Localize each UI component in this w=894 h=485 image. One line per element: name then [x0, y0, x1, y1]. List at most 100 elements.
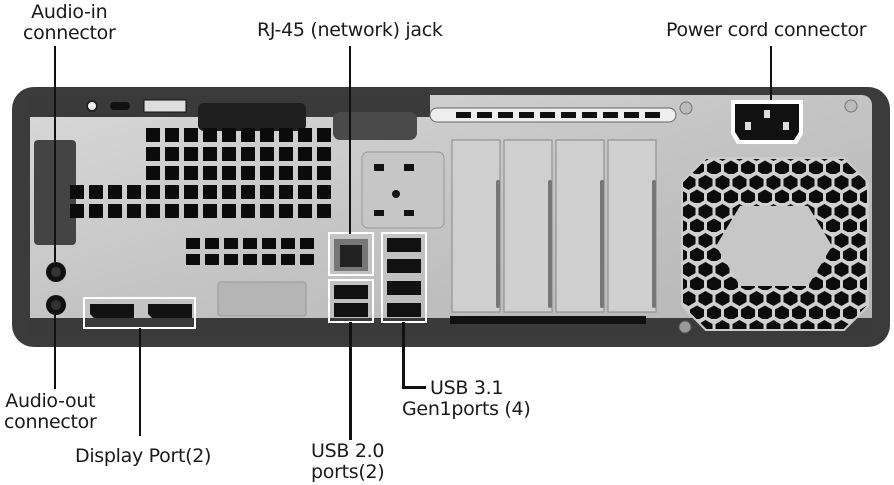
vent-hole: [70, 185, 84, 199]
vent-hole: [222, 204, 236, 218]
vent-hole: [298, 128, 312, 142]
usb20-port-1[interactable]: [334, 285, 368, 299]
lower-vent-grid: [186, 238, 314, 265]
vent-hole: [317, 204, 331, 218]
vent-hole: [222, 185, 236, 199]
display-port-2[interactable]: [148, 304, 192, 318]
vent-hole: [203, 128, 217, 142]
vent-hole: [146, 204, 160, 218]
display-port-1[interactable]: [90, 304, 134, 318]
usb31-port-4[interactable]: [387, 303, 421, 317]
knockout-plate: [361, 151, 445, 229]
slot-cover: [451, 139, 501, 313]
vent-hole: [260, 185, 274, 199]
slot-groove: [496, 180, 500, 308]
leader-line-display-port: [139, 328, 141, 436]
vent-hole: [224, 254, 238, 265]
vent-hole: [127, 185, 141, 199]
vent-hole: [317, 147, 331, 161]
audio-out-jack[interactable]: [46, 295, 66, 315]
label-rj45: RJ-45 (network) jack: [257, 19, 443, 41]
top-left-features: [34, 99, 417, 245]
usb31-port-2[interactable]: [387, 259, 421, 273]
slot-vent: [603, 112, 618, 118]
vent-hole: [203, 185, 217, 199]
vent-hole: [165, 128, 179, 142]
vent-hole: [317, 166, 331, 180]
vent-hole: [298, 147, 312, 161]
audio-in-jack[interactable]: [46, 262, 66, 282]
usb20-port-2[interactable]: [334, 303, 368, 317]
slot-vent: [624, 112, 639, 118]
vent-hole: [262, 254, 276, 265]
vent-hole: [243, 254, 257, 265]
label-power: Power cord connector: [666, 19, 867, 41]
slot-vent: [582, 112, 597, 118]
usb31-port-group: [381, 232, 427, 323]
vent-hole: [184, 166, 198, 180]
vent-hole: [205, 254, 219, 265]
vent-hole: [108, 185, 122, 199]
slot-vent: [477, 112, 492, 118]
label-audio-out-line1: Audio-out: [5, 390, 96, 412]
label-audio-in-line2: connector: [23, 22, 116, 44]
usb31-port-3[interactable]: [387, 281, 421, 295]
slot-cover: [607, 139, 657, 313]
latch: [333, 112, 417, 140]
label-usb20-line1: USB 2.0: [311, 440, 385, 462]
leader-line-power: [770, 46, 772, 100]
vent-hole: [300, 254, 314, 265]
label-audio-out-line2: connector: [4, 411, 97, 433]
vent-hole: [222, 128, 236, 142]
vent-hole: [184, 128, 198, 142]
screw-icon: [678, 320, 692, 334]
slot-cover: [555, 139, 605, 313]
vent-hole: [184, 204, 198, 218]
vent-hole: [300, 238, 314, 249]
power-cord-connector[interactable]: [731, 100, 803, 144]
vent-hole: [317, 128, 331, 142]
label-audio-in: Audio-in connector: [23, 1, 116, 44]
label-usb31-line2: Gen1ports (4): [402, 398, 531, 420]
vent-hole: [165, 147, 179, 161]
vent-hole: [165, 166, 179, 180]
vent-hole: [146, 147, 160, 161]
vent-hole: [205, 238, 219, 249]
vent-hole: [241, 166, 255, 180]
upper-vent-grid: [70, 128, 331, 218]
rj45-jack[interactable]: [328, 232, 374, 276]
label-plate: [217, 281, 307, 317]
vent-hole: [184, 185, 198, 199]
leader-line-rj45: [349, 46, 351, 234]
vent-hole: [70, 204, 84, 218]
vent-hole: [186, 254, 200, 265]
label-display-port: Display Port(2): [75, 445, 212, 467]
label-audio-out: Audio-out connector: [4, 390, 97, 433]
padlock-loop-icon: [143, 99, 187, 113]
screw-icon: [679, 101, 693, 115]
vent-hole: [279, 185, 293, 199]
expansion-slots: [429, 107, 677, 324]
vent-hole: [260, 147, 274, 161]
leader-line-audio-out: [54, 315, 56, 389]
slot-vent: [519, 112, 534, 118]
vent-hole: [222, 166, 236, 180]
slot-groove: [652, 180, 656, 308]
vent-hole: [184, 147, 198, 161]
leader-line-audio-in: [54, 46, 56, 262]
label-audio-in-line1: Audio-in: [31, 1, 108, 23]
security-slot-icon: [110, 102, 130, 110]
vent-hole: [279, 147, 293, 161]
slot-groove: [600, 180, 604, 308]
vent-hole: [146, 166, 160, 180]
vent-hole: [317, 185, 331, 199]
usb31-port-1[interactable]: [387, 238, 421, 252]
slot-cover: [503, 139, 553, 313]
vent-hole: [224, 238, 238, 249]
label-usb20-line2: ports(2): [311, 461, 385, 483]
vent-hole: [165, 185, 179, 199]
handle: [198, 103, 306, 131]
slot-groove: [548, 180, 552, 308]
screw-icon: [844, 99, 858, 113]
